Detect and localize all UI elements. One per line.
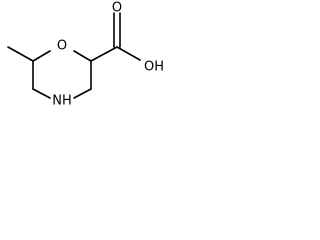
structural-formula: O NH O OH	[7, 1, 164, 109]
bond-c3-n4	[73, 88, 92, 99]
carbonyl-oxygen-label: O	[112, 1, 122, 16]
bond-c2-carboxyl	[90, 46, 118, 62]
ring-oxygen-label: O	[57, 39, 67, 54]
bond-c6-o1	[32, 50, 51, 62]
bond-n4-c5	[32, 88, 51, 99]
bond-o1-c2	[73, 50, 92, 62]
bond-c-oh	[116, 46, 141, 61]
ring-nitrogen-label: NH	[52, 94, 72, 109]
hydroxyl-label: OH	[144, 60, 164, 75]
bond-methyl	[7, 46, 34, 62]
